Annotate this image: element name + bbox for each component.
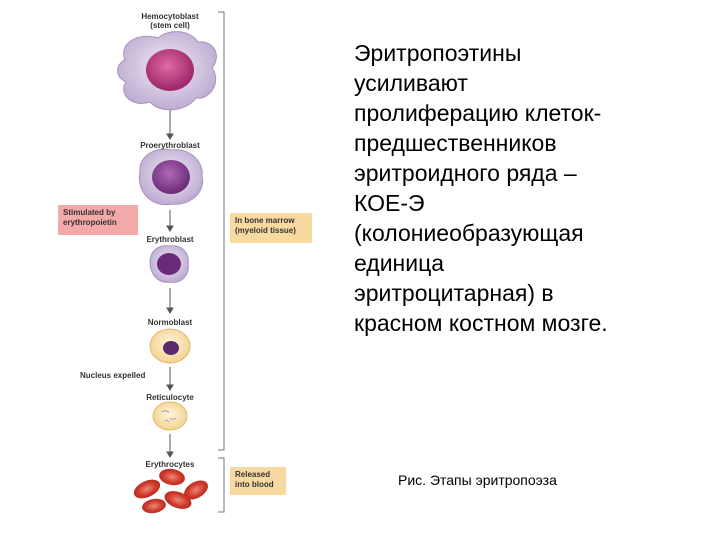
- figure-caption: Рис. Этапы эритропоэза: [398, 472, 557, 488]
- stage-label-reticulocyte: Reticulocyte: [146, 393, 194, 402]
- stimulated-by-erythropoietin-box: Stimulated by erythropoietin: [58, 205, 138, 235]
- stage-label-proerythroblast: Proerythroblast: [140, 141, 200, 150]
- stage-label-hemocytoblast: Hemocytoblast (stem cell): [140, 12, 200, 30]
- hemocytoblast-cell: [117, 31, 217, 111]
- stage-label-normoblast: Normoblast: [147, 318, 193, 327]
- stage-label-erythroblast: Erythroblast: [146, 235, 194, 244]
- hemocytoblast-name: Hemocytoblast: [141, 12, 199, 21]
- main-text: Эритропоэтины усиливают пролиферацию кле…: [354, 40, 608, 336]
- normoblast-cell: [149, 328, 191, 364]
- erythropoiesis-diagram: Hemocytoblast (stem cell) Proerythroblas…: [0, 0, 340, 540]
- reticulocyte-cell: [152, 401, 188, 431]
- released-into-blood-box: Released into blood: [230, 467, 286, 495]
- stage-label-erythrocytes: Erythrocytes: [145, 460, 195, 469]
- in-bone-marrow-box: In bone marrow (myeloid tissue): [230, 213, 312, 243]
- hemocytoblast-sub: (stem cell): [150, 21, 190, 30]
- proerythroblast-cell: [138, 148, 204, 206]
- cells-illustration: [117, 11, 225, 514]
- nucleus-expelled-note: Nucleus expelled: [80, 371, 146, 380]
- erythrocytes-cells: [133, 468, 208, 514]
- erythroblast-cell: [149, 245, 189, 283]
